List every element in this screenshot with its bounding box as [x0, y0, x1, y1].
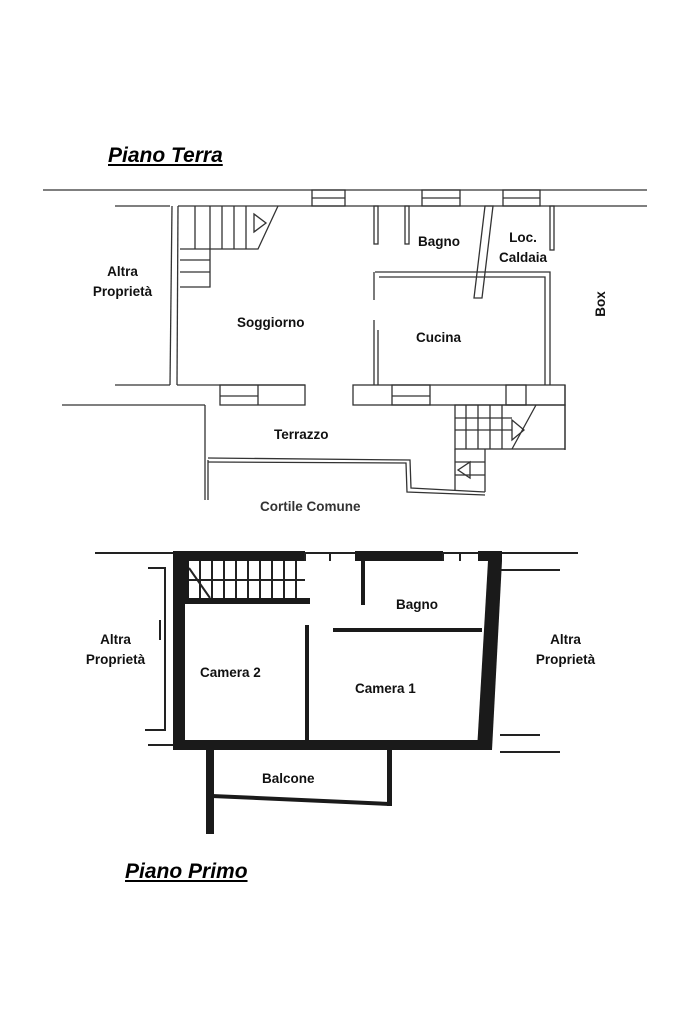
room-terrazzo: Terrazzo — [274, 427, 329, 442]
room-camera-1: Camera 1 — [355, 681, 416, 696]
room-bagno-first: Bagno — [396, 597, 438, 612]
first-floor-title: Piano Primo — [125, 860, 248, 883]
room-camera-2: Camera 2 — [200, 665, 261, 680]
room-label: Loc. — [509, 230, 537, 245]
area-cortile-comune: Cortile Comune — [260, 499, 361, 514]
room-bagno-ground: Bagno — [418, 234, 460, 249]
room-loc-caldaia: Loc. Caldaia — [488, 228, 558, 268]
room-balcone: Balcone — [262, 771, 315, 786]
room-soggiorno: Soggiorno — [237, 315, 305, 330]
ground-floor-title: Piano Terra — [108, 144, 223, 167]
room-cucina: Cucina — [416, 330, 462, 345]
room-label: Caldaia — [498, 250, 548, 265]
